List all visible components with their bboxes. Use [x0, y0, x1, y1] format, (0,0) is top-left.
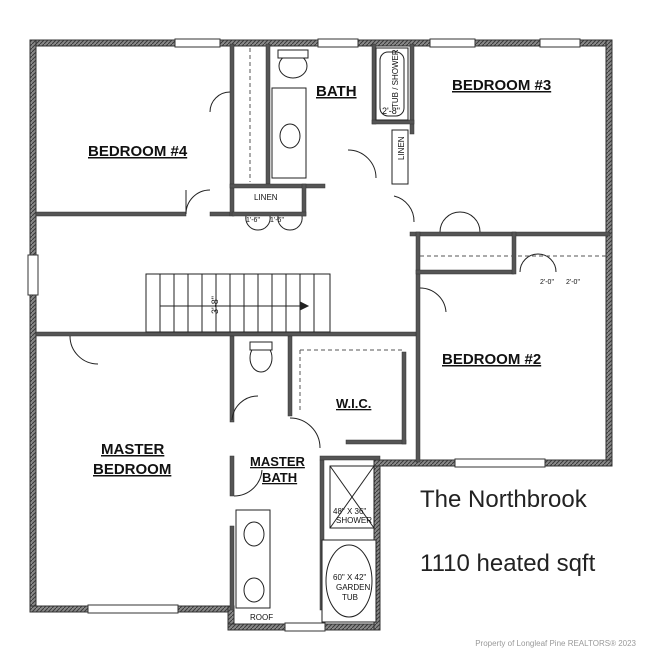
- label-wic: W.I.C.: [336, 396, 371, 411]
- label-linen: LINEN: [254, 193, 278, 202]
- label-bedroom-3: BEDROOM #3: [452, 77, 551, 94]
- doors: [69, 91, 557, 497]
- sink-icon-master-1: [243, 521, 265, 547]
- dim-stair-width: 3'-8": [210, 296, 220, 314]
- closet-lines: [249, 48, 606, 410]
- interior-walls: [35, 43, 611, 611]
- plan-area: 1110 heated sqft: [420, 550, 596, 577]
- label-garden-tub-line3: TUB: [342, 593, 358, 602]
- staircase: [145, 273, 331, 333]
- label-bedroom-4: BEDROOM #4: [88, 143, 188, 160]
- label-roof: ROOF: [250, 613, 273, 622]
- plan-name: The Northbrook: [420, 486, 587, 513]
- label-tub-shower: TUB / SHOWER: [391, 49, 400, 108]
- dim-tub-width: 2'-8": [382, 106, 400, 116]
- label-master-bath-line2: BATH: [262, 470, 297, 485]
- label-bedroom-2: BEDROOM #2: [442, 351, 541, 368]
- label-shower-line2: SHOWER: [336, 516, 372, 525]
- label-shower-line1: 48" X 36": [333, 507, 366, 516]
- sink-icon-master-2: [243, 577, 265, 603]
- label-linen-vertical: LINEN: [397, 136, 406, 160]
- fixtures: [235, 47, 409, 623]
- label-master-bath-line1: MASTER: [250, 454, 306, 469]
- watermark: Property of Longleaf Pine REALTORS® 2023: [475, 639, 636, 648]
- sink-icon: [279, 123, 301, 149]
- label-master-line1: MASTER: [101, 441, 165, 458]
- dim-closet-left: 1'-6": [246, 217, 260, 224]
- dim-closet2-right: 2'-0": [566, 279, 580, 286]
- dim-closet-right: 1'-6": [270, 217, 284, 224]
- dim-closet2-left: 2'-0": [540, 279, 554, 286]
- label-garden-tub-line2: GARDEN: [336, 583, 370, 592]
- label-garden-tub-line1: 60" X 42": [333, 573, 366, 582]
- label-bath: BATH: [316, 83, 357, 100]
- label-master-line2: BEDROOM: [93, 461, 171, 478]
- windows: [27, 38, 581, 632]
